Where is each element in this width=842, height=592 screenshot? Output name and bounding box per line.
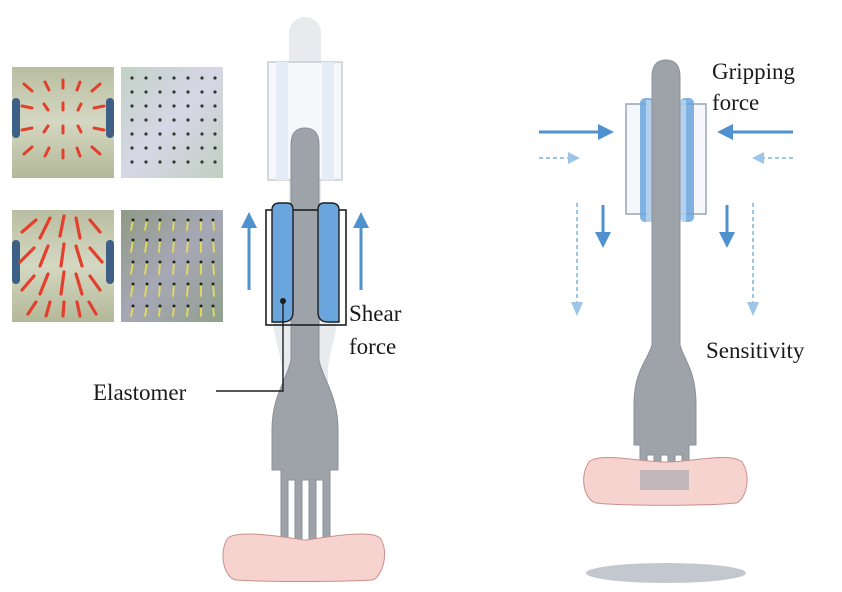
shear-arrow-left (241, 212, 257, 290)
shear-label-line2: force (349, 334, 396, 359)
right-food (583, 457, 748, 506)
grip-arrow-right-dashed (752, 152, 793, 164)
inset-marker-dots-relaxed (121, 67, 223, 178)
right-fork (633, 59, 697, 493)
down-arrow-left-dashed (571, 203, 583, 316)
grip-arrow-left-dashed (539, 152, 580, 164)
inset-marker-dots-sheared (121, 210, 223, 322)
left-fork (271, 127, 339, 571)
inset-tactile-photo-sheared (12, 210, 114, 322)
down-arrow-right-dashed (747, 203, 759, 316)
left-food (222, 533, 385, 582)
gripping-label-line1: Gripping (712, 59, 796, 84)
inset-tactile-photo-relaxed (12, 67, 114, 178)
down-arrow-right (719, 205, 735, 248)
shear-label-line1: Shear (349, 301, 402, 326)
down-arrow-left (595, 205, 611, 248)
sensitivity-label: Sensitivity (706, 338, 805, 363)
floor-shadow (586, 563, 746, 583)
left-gripper (265, 202, 347, 326)
grip-arrow-left (539, 124, 614, 140)
gripping-label-line2: force (712, 90, 759, 115)
elastomer-label: Elastomer (93, 380, 187, 405)
elastomer-leader (216, 298, 286, 392)
shear-arrow-right (353, 212, 369, 290)
grip-arrow-right (717, 124, 793, 140)
